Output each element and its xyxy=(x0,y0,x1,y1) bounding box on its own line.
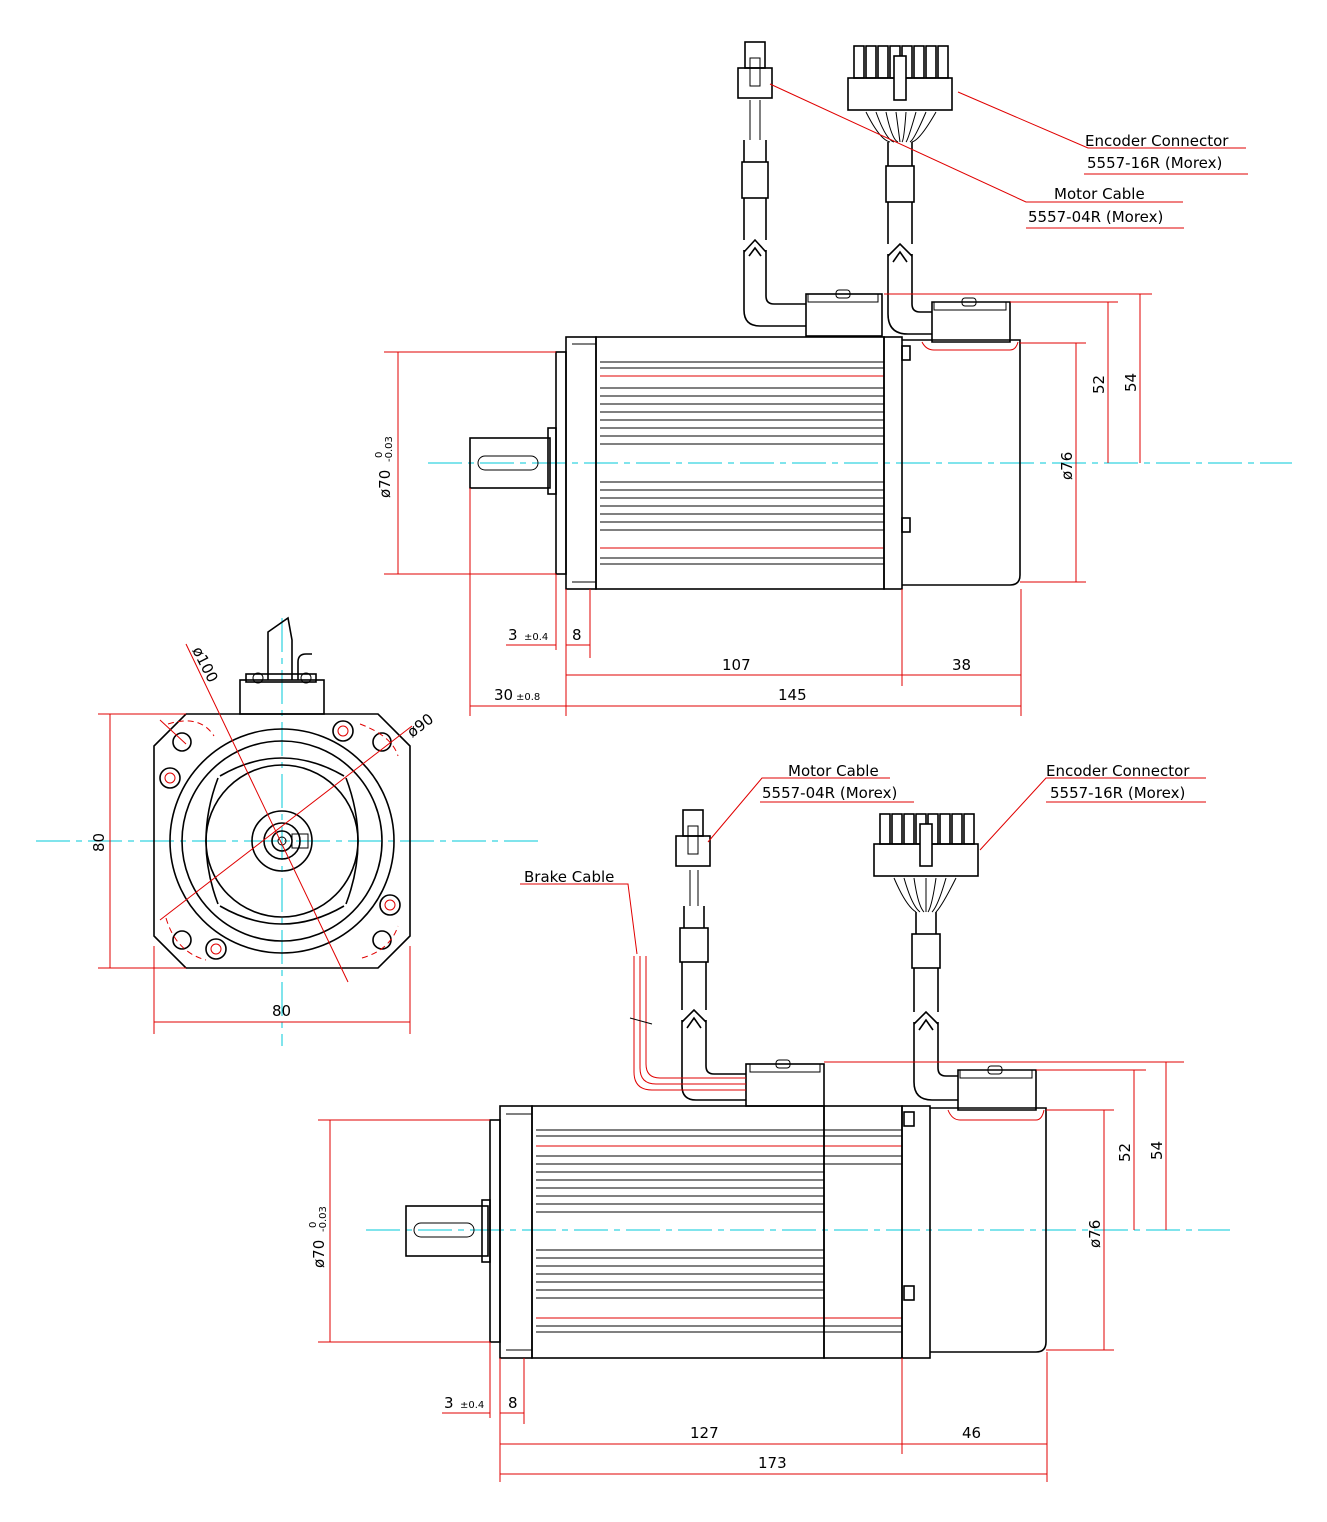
svg-text:±0.4: ±0.4 xyxy=(524,632,548,643)
front-view xyxy=(36,616,540,1046)
svg-text:ø70: ø70 xyxy=(310,1240,328,1268)
top-flange-dim: 8 xyxy=(572,626,582,644)
top-encoder-cable-sleeve xyxy=(885,165,915,203)
bottom-side-view xyxy=(318,777,1230,1482)
svg-text:±0.8: ±0.8 xyxy=(516,692,540,703)
front-width-dim: 80 xyxy=(272,1002,291,1020)
svg-text:-0.03: -0.03 xyxy=(384,436,395,462)
bottom-encoder-cable-sleeve xyxy=(911,933,941,969)
bottom-encoder-dim: 46 xyxy=(962,1424,981,1442)
bottom-total-dim: 173 xyxy=(758,1454,787,1472)
bottom-encoder-name: Encoder Connector xyxy=(1046,762,1190,780)
svg-text:ø70: ø70 xyxy=(376,470,394,498)
bottom-motor-leader xyxy=(707,777,890,843)
bottom-motor-body xyxy=(531,1105,825,1359)
bottom-brake-section xyxy=(823,1105,903,1359)
bottom-flange xyxy=(489,1119,501,1343)
bottom-h54-dim: 54 xyxy=(1148,1141,1166,1160)
bottom-d70-dim: ø70 0 -0.03 xyxy=(308,1206,329,1268)
svg-text:0: 0 xyxy=(374,452,385,458)
bottom-shaft xyxy=(405,1205,489,1257)
bottom-encoder-part: 5557-16R (Morex) xyxy=(1050,784,1185,802)
front-height-dim: 80 xyxy=(90,833,108,852)
top-gap-dim: 3 xyxy=(508,626,518,644)
top-total-dim: 145 xyxy=(778,686,807,704)
bottom-body-dim: 127 xyxy=(690,1424,719,1442)
bottom-encoder-housing xyxy=(930,1107,1047,1353)
front-pcd-dim: ø100 xyxy=(188,644,221,686)
svg-text:0: 0 xyxy=(308,1222,319,1228)
top-h52-dim: 52 xyxy=(1090,375,1108,394)
bottom-h52-dim: 52 xyxy=(1116,1143,1134,1162)
top-motor-cable-sleeve xyxy=(741,161,769,199)
top-keyway xyxy=(477,455,539,471)
bottom-motor-name: Motor Cable xyxy=(788,762,879,780)
top-motor-part: 5557-04R (Morex) xyxy=(1028,208,1163,226)
front-flange xyxy=(153,713,411,969)
top-motor-connector xyxy=(737,67,773,99)
top-shaft-dim: 30 xyxy=(494,686,513,704)
bottom-encoder-leader xyxy=(979,777,1206,851)
top-body-dim: 107 xyxy=(722,656,751,674)
bottom-motor-cable-sleeve xyxy=(679,927,709,963)
bottom-d76-dim: ø76 xyxy=(1086,1220,1104,1248)
front-mount-holes xyxy=(159,720,401,960)
top-side-view xyxy=(384,41,1292,716)
brake-leader xyxy=(520,883,638,955)
top-shaft xyxy=(469,437,551,489)
bottom-gap-dim: 3 xyxy=(444,1394,454,1412)
bottom-flange-dim: 8 xyxy=(508,1394,518,1412)
top-d76-dim: ø76 xyxy=(1058,452,1076,480)
front-pilot-dim: ø90 xyxy=(404,710,437,741)
top-encoder-name: Encoder Connector xyxy=(1085,132,1229,150)
svg-text:±0.4: ±0.4 xyxy=(460,1400,484,1411)
top-motor-name: Motor Cable xyxy=(1054,185,1145,203)
bottom-motor-part: 5557-04R (Morex) xyxy=(762,784,897,802)
brake-cable-label: Brake Cable xyxy=(524,868,614,886)
top-motor-leader xyxy=(769,83,1183,203)
top-d70-dim: ø70 0 -0.03 xyxy=(374,436,395,498)
top-encoder-housing xyxy=(902,339,1021,586)
svg-text:-0.03: -0.03 xyxy=(318,1206,329,1232)
bottom-motor-connector xyxy=(675,835,711,867)
top-encoder-dim: 38 xyxy=(952,656,971,674)
top-h54-dim: 54 xyxy=(1122,373,1140,392)
top-encoder-leader xyxy=(957,91,1246,149)
top-encoder-part: 5557-16R (Morex) xyxy=(1087,154,1222,172)
